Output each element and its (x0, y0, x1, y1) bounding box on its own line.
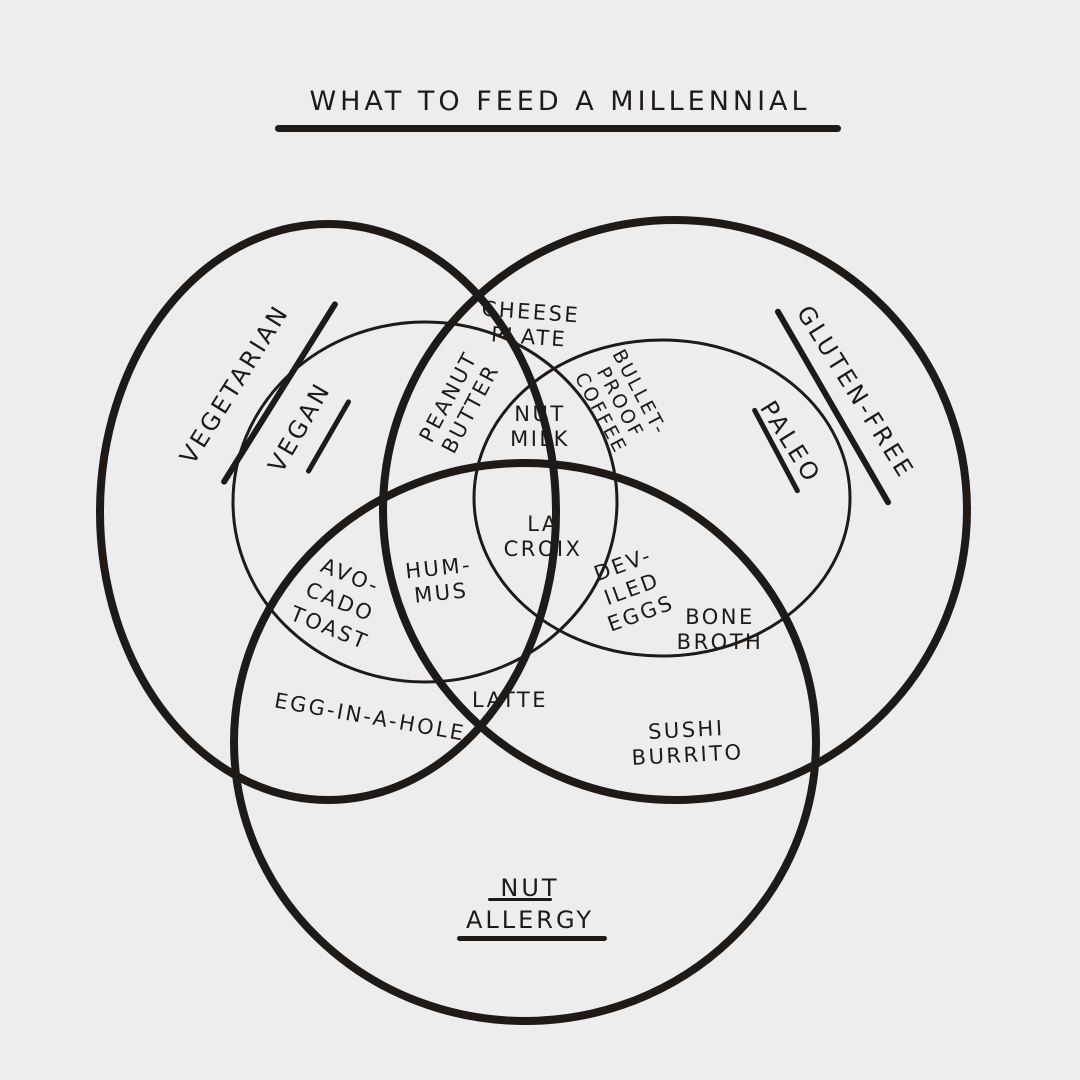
vegan-circle (231, 320, 619, 684)
vegetarian-circle (96, 220, 560, 804)
nut-allergy-circle (230, 459, 820, 1025)
title-underline (275, 125, 841, 132)
sushi-burrito-label: SUSHI BURRITO (631, 716, 745, 770)
gluten-free-circle (379, 216, 971, 804)
la-croix-label: LA CROIX (503, 512, 583, 561)
diagram-title: WHAT TO FEED A MILLENNIAL (309, 86, 811, 117)
nut-underline (488, 898, 552, 901)
nut-milk-label: NUT MILK (510, 402, 570, 451)
paleo-circle (472, 338, 852, 658)
bone-broth-label: BONE BROTH (676, 605, 764, 654)
allergy-underline (457, 936, 607, 941)
cheese-plate-label: CHEESE PLATE (480, 296, 581, 352)
nut-allergy-label: NUT ALLERGY (465, 874, 595, 934)
latte-label: LATTE (472, 688, 548, 712)
